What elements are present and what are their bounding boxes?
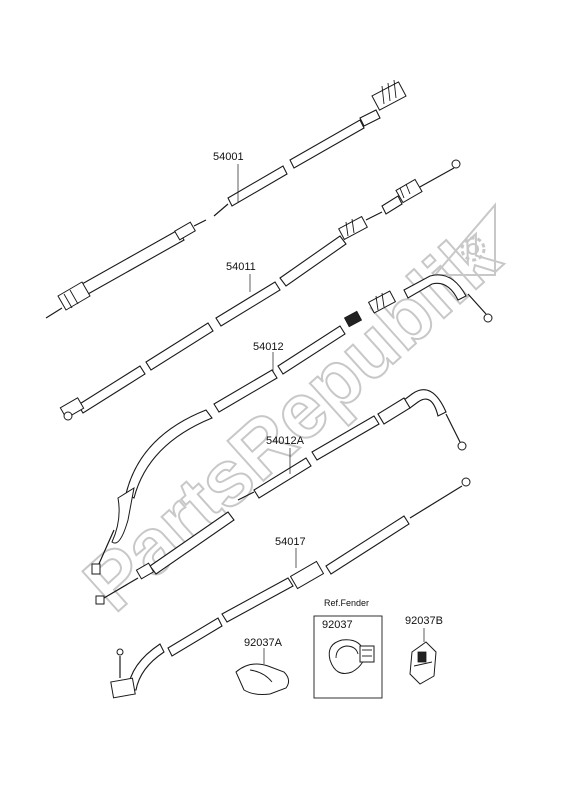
label-54017: 54017: [275, 536, 306, 548]
gear-flag-icon: [432, 202, 496, 276]
cable-54012: [91, 274, 493, 575]
cable-54017: [110, 477, 471, 699]
clamp-92037A: [235, 648, 290, 695]
label-ref-fender: Ref.Fender: [324, 598, 369, 608]
cable-54012A: [95, 389, 467, 605]
label-54012A: 54012A: [266, 435, 305, 447]
cable-54001: [45, 79, 407, 319]
label-92037A: 92037A: [244, 637, 283, 649]
label-92037: 92037: [322, 619, 353, 631]
label-92037B: 92037B: [405, 615, 443, 627]
cable-54011: [59, 159, 461, 421]
label-54012: 54012: [253, 341, 284, 353]
label-54011: 54011: [226, 261, 256, 273]
clip-92037B: [409, 628, 437, 685]
ref-fender-box: [313, 615, 383, 699]
label-54001: 54001: [213, 151, 244, 163]
